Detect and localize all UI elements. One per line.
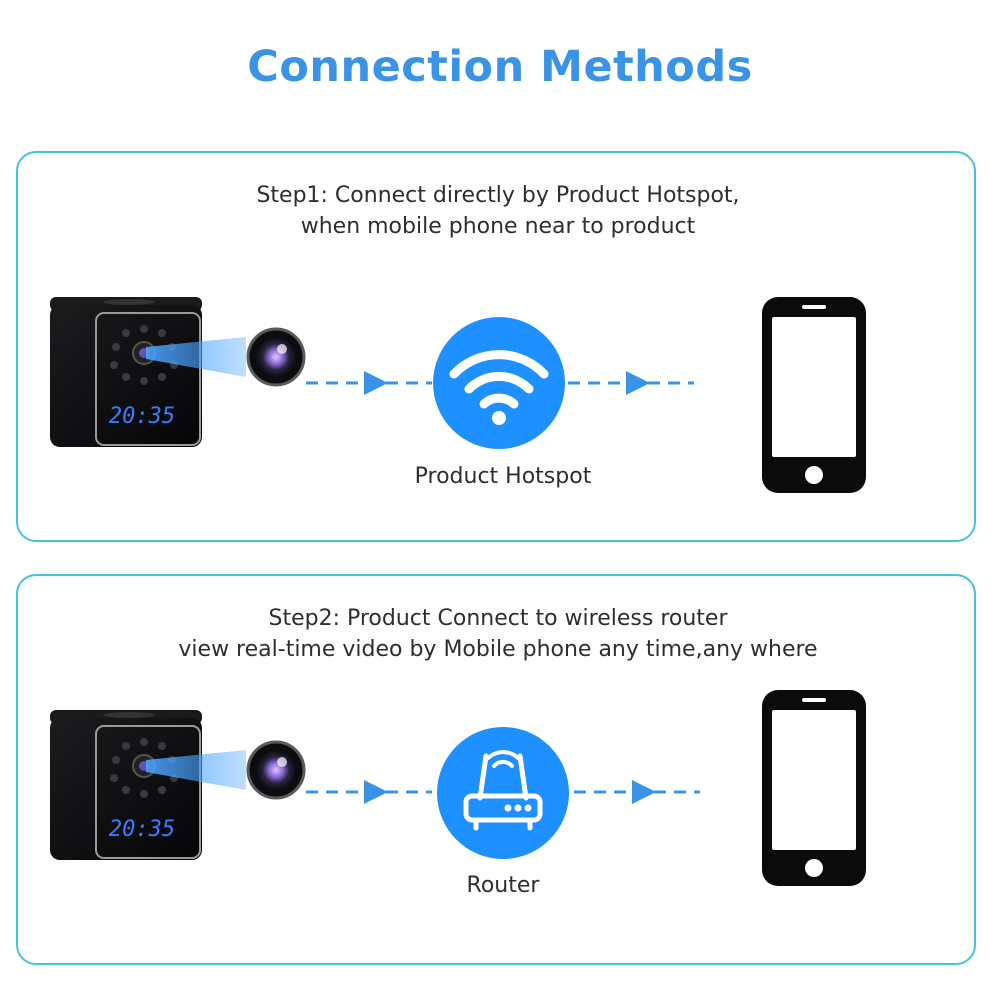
- step2-panel: Step2: Product Connect to wireless route…: [16, 574, 976, 965]
- page-title: Connection Methods: [247, 42, 753, 92]
- smartphone-icon: [762, 690, 866, 886]
- arrow-icon: [306, 371, 432, 395]
- step2-caption: Step2: Product Connect to wireless route…: [18, 603, 978, 665]
- clock-display: 20:35: [109, 817, 175, 842]
- camera-device-icon: 20:35: [50, 297, 306, 447]
- clock-display: 20:35: [109, 404, 175, 429]
- step2-caption-line2: view real-time video by Mobile phone any…: [178, 637, 818, 662]
- step1-caption-line2: when mobile phone near to product: [300, 214, 696, 239]
- step1-panel: Step1: Connect directly by Product Hotsp…: [16, 151, 976, 542]
- arrow-icon: [574, 780, 700, 804]
- step2-caption-line1: Step2: Product Connect to wireless route…: [268, 606, 728, 631]
- step1-caption: Step1: Connect directly by Product Hotsp…: [18, 180, 978, 242]
- camera-device-icon: 20:35: [50, 710, 306, 860]
- hotspot-label: Product Hotspot: [414, 464, 592, 489]
- wifi-icon: [433, 317, 565, 449]
- arrow-icon: [568, 371, 694, 395]
- router-icon: [437, 727, 569, 859]
- smartphone-icon: [762, 297, 866, 493]
- router-label: Router: [466, 873, 540, 898]
- arrow-icon: [306, 780, 432, 804]
- step1-caption-line1: Step1: Connect directly by Product Hotsp…: [256, 183, 740, 208]
